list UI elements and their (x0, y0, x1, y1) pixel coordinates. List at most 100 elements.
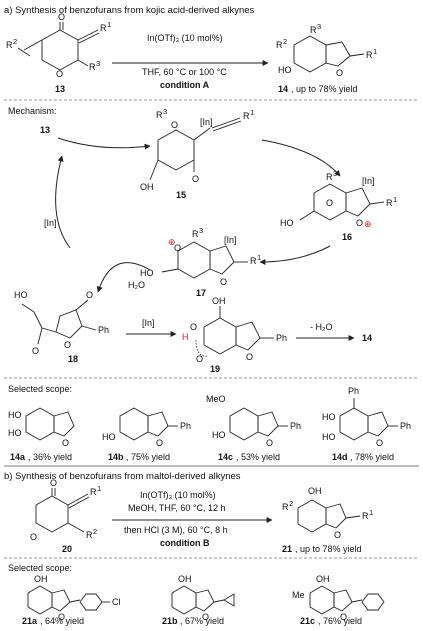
compound-13: O O R 1 R 3 R 2 13 (6, 12, 111, 94)
r2-13: R (6, 40, 13, 50)
o-16: O (326, 198, 333, 208)
o-14a: O (62, 438, 69, 448)
label-20: 20 (62, 544, 72, 554)
o-21b: O (202, 612, 209, 622)
o-15: O (171, 120, 178, 130)
label-14c: 14c (218, 452, 233, 462)
o-furan-18: O (64, 340, 71, 350)
o-aldehyde-18: O (86, 290, 93, 300)
o-ring-13: O (56, 69, 63, 79)
me-21c: Me (292, 590, 305, 600)
r2-14-sup: 2 (283, 37, 287, 46)
ho-14b: HO (102, 432, 116, 442)
ph-19: Ph (276, 333, 287, 343)
label-14: 14 (278, 84, 288, 94)
meo-14c: MeO (206, 394, 226, 404)
scope-14a: HO HO O 14a , 36% yield (8, 407, 75, 462)
o-carbonyl-15: O (192, 174, 199, 184)
compound-21: OH R 2 O R 1 21 , up to 78% yield (282, 486, 373, 554)
oh-21c: OH (316, 574, 330, 584)
r1-15-sup: 1 (250, 108, 254, 117)
scope-14b: HO O Ph 14b , 75% yield (102, 407, 191, 462)
arrow-13-to-15 (57, 137, 151, 150)
reagent-b: In(OTf)₃ (10 mol%) (140, 490, 216, 500)
label-21a: 21a (22, 616, 38, 626)
o-furan-19: O (246, 352, 253, 362)
r2-20: R (86, 530, 93, 540)
r1-17: R (250, 256, 257, 266)
r1-20-sup: 1 (97, 484, 101, 493)
in-16: [In] (362, 176, 375, 186)
oh-21a: OH (34, 574, 48, 584)
scope-14c: MeO HO O Ph 14c , 53% yield (206, 394, 301, 462)
intermediate-15: O R 3 [In] R 1 O OH 15 (140, 107, 254, 200)
ph-14d-top: Ph (348, 386, 359, 396)
minus-water: - H₂O (310, 322, 333, 332)
intermediate-18: HO O O O Ph 18 (14, 290, 109, 364)
o-bottom-19: O (196, 354, 203, 364)
o-ring-20: O (30, 532, 37, 542)
conditions-b1: MeOH, THF, 60 °C, 12 h (128, 503, 225, 513)
yield-14c: , 53% yield (236, 452, 280, 462)
conditions-b2: then HCl (3 M), 60 °C, 8 h (124, 525, 228, 535)
label-14d: 14d (332, 452, 348, 462)
r1-21: R (362, 511, 369, 521)
r1-21-sup: 1 (369, 508, 373, 517)
intermediate-19: OH H O O O Ph 19 (182, 296, 287, 374)
label-19: 19 (210, 364, 220, 374)
label-21c: 21c (300, 616, 315, 626)
scope-14d: Ph HO HO O Ph 14d , 78% yield (322, 386, 411, 462)
scope-21c: OH Me O 21c , 76% yield (292, 574, 385, 626)
compound-20: O O R 1 R 2 20 (30, 478, 101, 554)
scope-21a: OH O Cl 21a , 64% yield (22, 574, 121, 626)
label-21b: 21b (162, 616, 178, 626)
ho-14d-2: HO (322, 432, 336, 442)
r2-21: R (282, 502, 289, 512)
arrow-catalyst-return (55, 155, 71, 249)
oh-21: OH (308, 486, 322, 496)
ho-14c: HO (212, 430, 226, 440)
water-label: H₂O (128, 280, 145, 290)
label-17: 17 (196, 288, 206, 298)
catalyst-in-2: [In] (142, 318, 155, 328)
r2-14: R (276, 40, 283, 50)
r3-sup: 3 (96, 59, 100, 68)
yield-14a: , 36% yield (28, 452, 72, 462)
r3-15: R (156, 110, 163, 120)
label-14a: 14a (10, 452, 26, 462)
catalyst-in: [In] (44, 218, 57, 228)
o-ketone-18: O (32, 346, 39, 356)
condition-label-b: condition B (160, 538, 210, 548)
reagent-a: In(OTf)₃ (10 mol%) (147, 33, 223, 43)
ph-14d: Ph (400, 421, 411, 431)
scope-b-title: Selected scope: (8, 563, 72, 573)
o-furan-16: O (356, 218, 363, 228)
scope-a-title: Selected scope: (8, 384, 72, 394)
o-carbonyl-13: O (58, 12, 65, 22)
o-21a: O (58, 612, 65, 622)
intermediate-17: R 3 [In] ⊕ O O R 1 HO 17 (140, 226, 261, 298)
arrow-16-to-17 (259, 245, 331, 265)
r3-13: R (89, 62, 96, 72)
mech-label-13: 13 (40, 125, 50, 135)
oh-21b: OH (178, 574, 192, 584)
yield-21b: , 67% yield (180, 616, 224, 626)
label-18: 18 (68, 354, 78, 364)
ho-14a-2: HO (8, 428, 22, 438)
o-21: O (334, 530, 341, 540)
o-20: O (50, 478, 57, 488)
o-furan-17: O (220, 277, 227, 287)
mechanism-title: Mechanism: (8, 106, 57, 116)
o-19: O (190, 322, 197, 332)
o-14: O (336, 68, 343, 78)
o-21c: O (340, 612, 347, 622)
label-21: 21 (282, 544, 292, 554)
compound-14: R 3 R 2 HO O R 1 14 , up to 78% yield (276, 22, 377, 94)
yield-14d: , 78% yield (350, 452, 394, 462)
r3-15-sup: 3 (163, 107, 167, 116)
mech-final-14: 14 (362, 333, 372, 343)
label-13: 13 (55, 84, 65, 94)
r2-sup: 2 (13, 37, 17, 46)
r1-14: R (366, 50, 373, 60)
